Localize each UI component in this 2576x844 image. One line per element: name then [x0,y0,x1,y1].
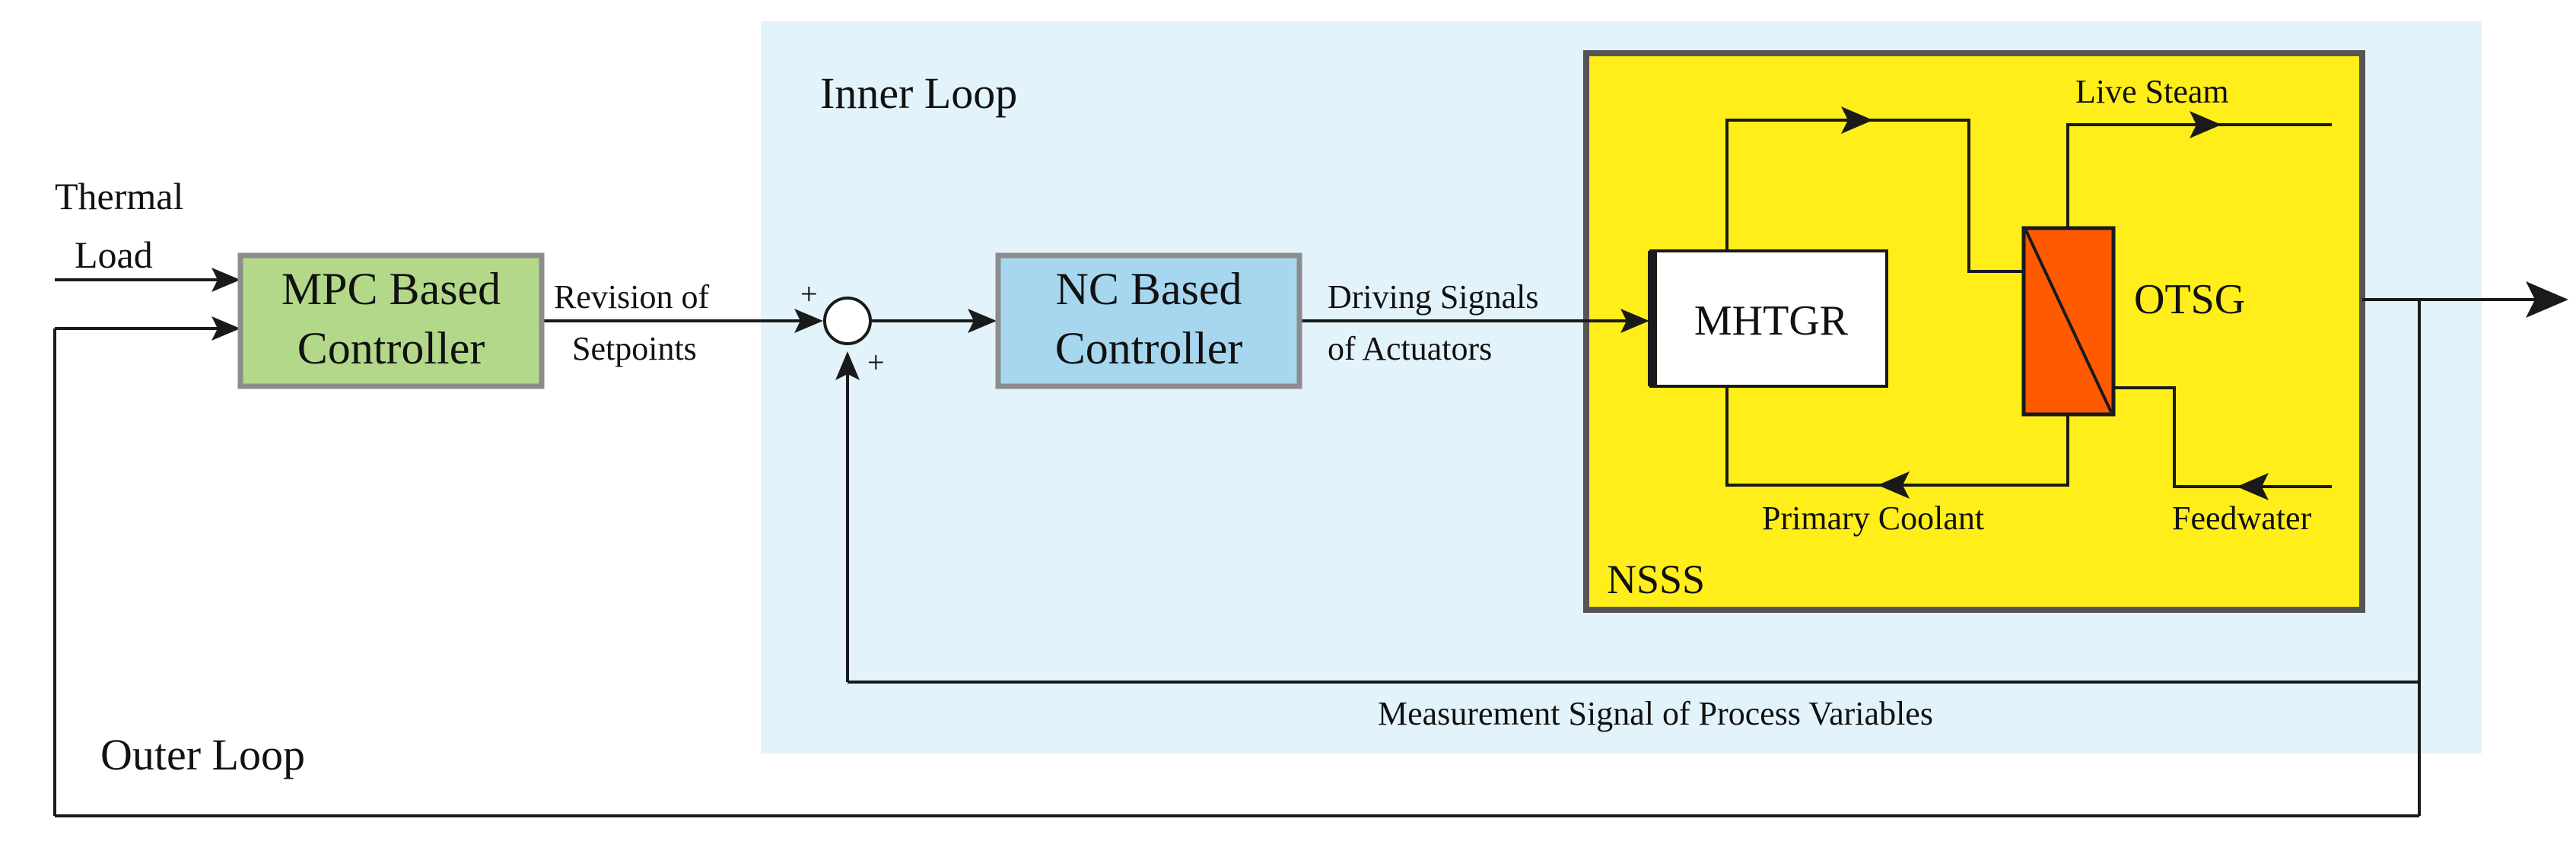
driving-label-line1: Driving Signals [1328,278,1538,316]
live-steam-arrowhead [2190,111,2221,138]
inner-loop-label: Inner Loop [820,68,1017,118]
error-arrowhead [968,309,997,333]
otsg-label: OTSG [2134,276,2245,323]
coolant-top-arrowhead [1841,106,1873,134]
mpc-label-line2: Controller [297,323,485,373]
thermal-label: Thermal [55,175,183,217]
driving-label-line2: of Actuators [1328,330,1492,367]
driving-signal-arrowhead [1620,309,1649,333]
feedwater-label: Feedwater [2172,500,2312,537]
sum-plus-bottom: + [867,345,885,379]
measurement-label: Measurement Signal of Process Variables [1378,695,1933,732]
nsss-label: NSSS [1607,557,1705,602]
live-steam-label: Live Steam [2075,73,2229,110]
sum-plus-top: + [800,277,818,311]
nc-controller-block [995,252,1302,389]
output-arrowhead [2526,281,2568,318]
feedwater-arrowhead [2237,473,2269,500]
thermal-load-arrowhead [211,268,240,292]
live-steam-path [2066,123,2332,228]
nc-label-line2: Controller [1055,323,1243,373]
mpc-controller-block [237,252,545,389]
mpc-label-line1: MPC Based [281,264,501,314]
coolant-bottom-arrowhead [1878,471,1910,499]
primary-coolant-label: Primary Coolant [1762,500,1984,537]
summing-junction [823,297,872,345]
otsg-diagonal [2024,230,2113,413]
setpoint-arrowhead [794,309,823,333]
inner-feedback-arrowhead [835,351,860,380]
mhtgr-left-edge [1648,251,1657,386]
nc-label-line1: NC Based [1056,264,1242,314]
outer-feedback-arrowhead [211,316,240,341]
mhtgr-label: MHTGR [1694,297,1849,344]
revision-label-line1: Revision of [554,278,709,316]
load-label: Load [75,233,153,276]
revision-label-line2: Setpoints [572,330,697,367]
outer-loop-label: Outer Loop [100,730,305,779]
primary-coolant-top-path [1725,119,2026,273]
